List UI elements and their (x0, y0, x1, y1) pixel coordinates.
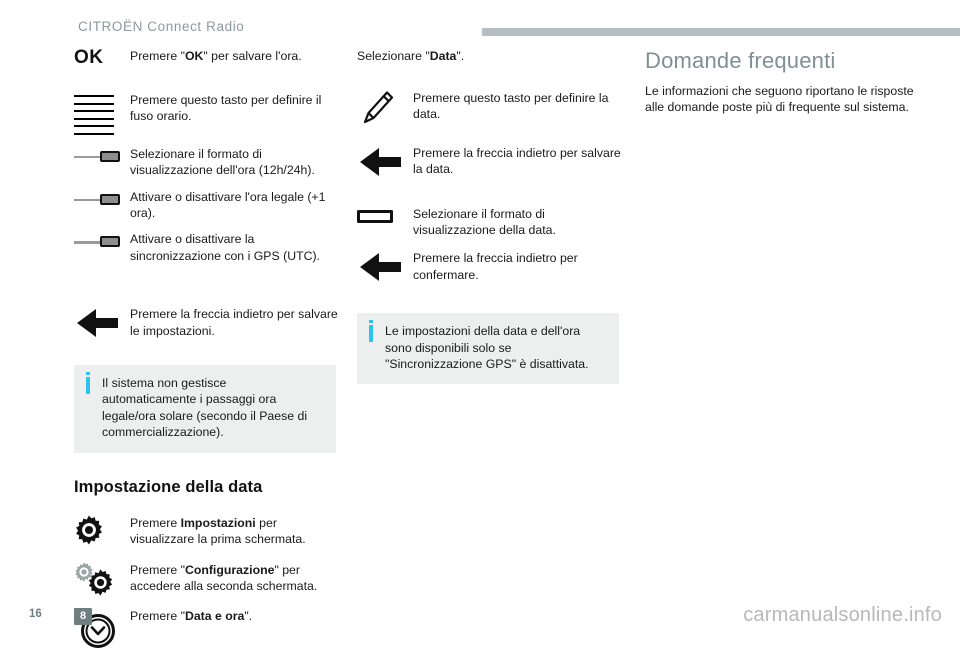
double-gear-icon (74, 561, 130, 602)
list-item-text: Premere questo tasto per definire il fus… (130, 93, 322, 124)
list-item: Premere la freccia indietro per salvare … (74, 306, 344, 339)
watermark: carmanualsonline.info (743, 604, 942, 626)
pencil-edit-icon (361, 90, 417, 130)
list-item: Premere Impostazioni per visualizzare la… (74, 515, 344, 548)
ok-icon-label: OK (74, 47, 104, 68)
slider-toggle-icon (74, 189, 130, 229)
slider-toggle-icon (74, 231, 130, 271)
list-item: Premere la freccia indietro per conferma… (357, 250, 625, 283)
clock-date-graphic: 8 (74, 608, 120, 652)
back-arrow-graphic (77, 309, 118, 338)
rectangle-format-icon (357, 206, 413, 246)
list-item: Attivare o disattivare l'ora legale (+1 … (74, 189, 344, 222)
list-item: Premere "Configurazione" per accedere al… (74, 561, 344, 596)
list-item-text: Premere Impostazioni per visualizzare la… (130, 515, 306, 547)
list-item: Premere questo tasto per definire la dat… (357, 90, 625, 124)
info-note-text: Le impostazioni della data e dell'ora so… (385, 324, 589, 372)
list-item: OK Premere "OK" per salvare l'ora. (74, 48, 344, 70)
list-item: 8 Premere "Data e ora". (74, 608, 344, 649)
info-note-box: Le impostazioni della data e dell'ora so… (357, 313, 619, 385)
back-arrow-icon (357, 145, 413, 185)
rectangle-graphic (357, 209, 393, 223)
hamburger-menu-bars (74, 92, 114, 135)
info-icon-bar (369, 325, 373, 343)
list-item-text: Premere "OK" per salvare l'ora. (130, 49, 302, 63)
list-item: Premere la freccia indietro per salvare … (357, 145, 625, 178)
list-item-text: Premere "Data e ora". (130, 609, 253, 624)
list-item: Selezionare il formato di visualizzazion… (74, 146, 344, 179)
clock-date-icon: 8 (74, 608, 130, 649)
calendar-day-badge: 8 (74, 608, 92, 626)
page-number: 16 (29, 608, 42, 620)
faq-body-text: Le informazioni che seguono riportano le… (645, 84, 914, 115)
info-note-text: Il sistema non gestisce automaticamente … (102, 376, 308, 440)
list-item: Selezionare il formato di visualizzazion… (357, 206, 625, 239)
page-header-title: CITROËN Connect Radio (78, 19, 245, 34)
list-item: Premere questo tasto per definire il fus… (74, 92, 344, 135)
right-column: Domande frequenti Le informazioni che se… (645, 48, 935, 116)
list-item: Attivare o disattivare la sincronizzazio… (74, 231, 344, 264)
slider-graphic (74, 150, 120, 164)
gear-small-graphic (75, 561, 93, 582)
list-item-text: Premere la freccia indietro per salvare … (130, 307, 338, 338)
list-item-text: Premere la freccia indietro per salvare … (413, 145, 621, 177)
list-item-text: Attivare o disattivare la sincronizzazio… (130, 232, 320, 263)
back-arrow-graphic (360, 253, 401, 282)
section-heading: Impostazione della data (74, 477, 263, 496)
gear-large-graphic (88, 568, 113, 596)
list-item-text: Premere la freccia indietro per conferma… (413, 251, 578, 282)
list-item-text: Premere questo tasto per definire la dat… (413, 91, 609, 122)
back-arrow-icon (357, 250, 413, 290)
info-note-box: Il sistema non gestisce automaticamente … (74, 365, 336, 453)
list-item: Selezionare "Data". (357, 48, 625, 70)
list-item-text: Selezionare il formato di visualizzazion… (413, 206, 556, 238)
back-arrow-icon (74, 306, 130, 346)
list-item-text: Attivare o disattivare l'ora legale (+1 … (130, 189, 326, 221)
left-column: OK Premere "OK" per salvare l'ora. Preme… (74, 48, 344, 649)
slider-graphic (74, 193, 120, 207)
list-item-text: Selezionare il formato di visualizzazion… (130, 146, 315, 178)
pencil-graphic (363, 91, 394, 124)
hamburger-menu-icon (74, 92, 130, 135)
gear-icon (74, 515, 130, 555)
info-icon-bar (86, 377, 90, 395)
middle-column: Selezionare "Data". Premere questo tasto… (357, 48, 625, 385)
header-rule (482, 28, 960, 36)
slider-graphic (74, 235, 120, 249)
info-icon-dot (369, 320, 373, 324)
faq-title: Domande frequenti (645, 48, 836, 73)
info-icon-dot (86, 372, 90, 376)
gear-graphic (76, 515, 102, 545)
back-arrow-graphic (360, 147, 401, 176)
slider-toggle-icon (74, 146, 130, 186)
double-gear-graphic (74, 561, 118, 596)
middle-intro-text: Selezionare "Data". (357, 49, 465, 63)
ok-text-icon: OK (74, 48, 130, 88)
list-item-text: Premere "Configurazione" per accedere al… (130, 562, 318, 593)
